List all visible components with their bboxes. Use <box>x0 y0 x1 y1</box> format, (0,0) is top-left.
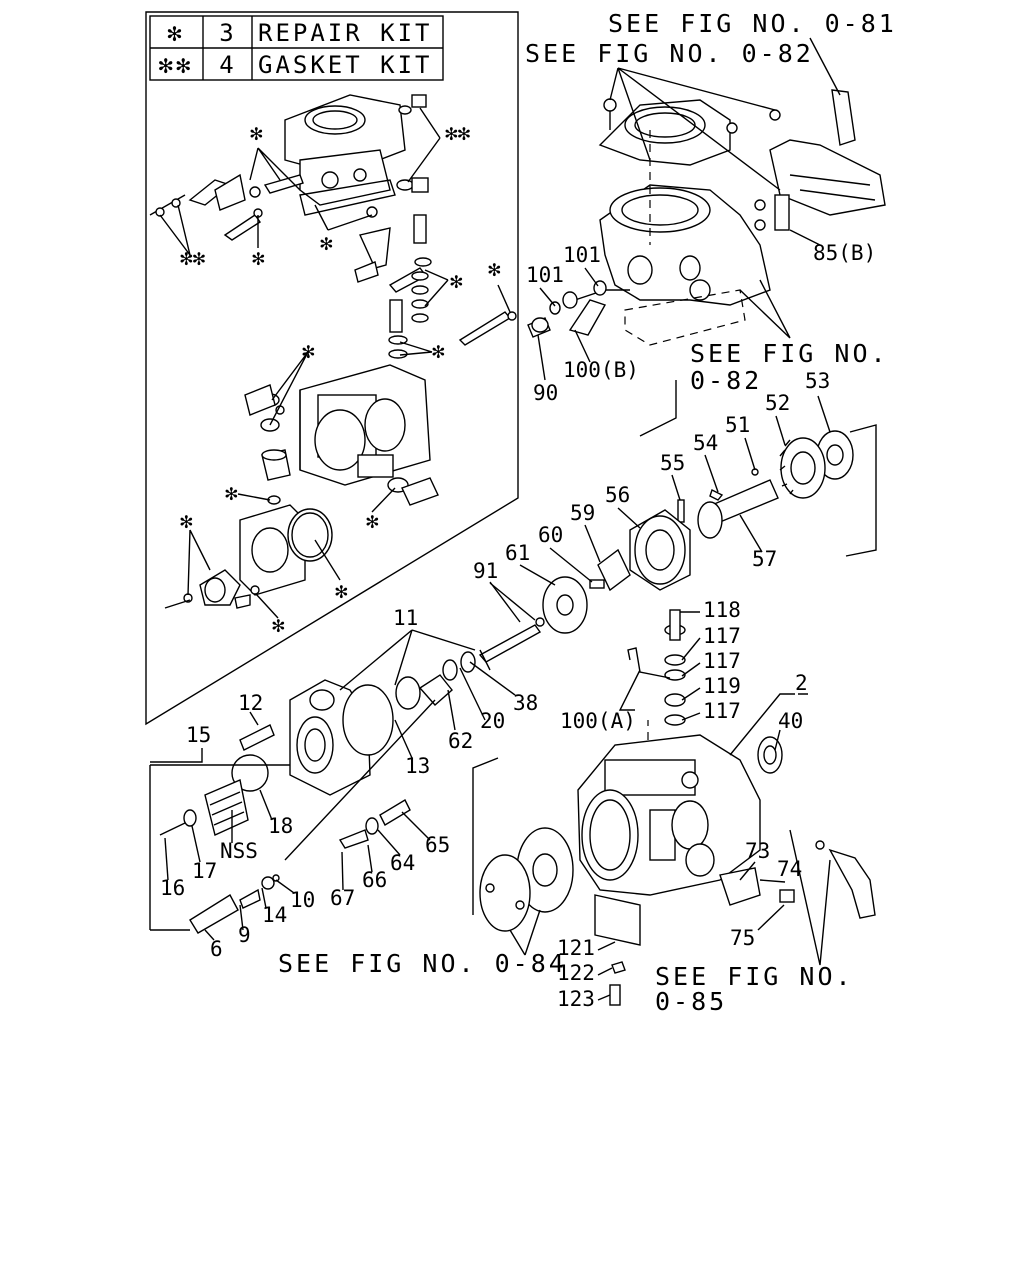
ref-leader-081 <box>809 37 841 96</box>
marker-double: ✻✻ <box>445 121 471 145</box>
marker-single: ✻ <box>320 231 333 255</box>
see-fig-085-line2[interactable]: 0-85 <box>655 987 727 1016</box>
detail-inset-frame <box>145 11 519 726</box>
legend-mark-double: ✻✻ <box>159 51 194 79</box>
part-leader-lines <box>150 229 831 1001</box>
ref-leader-085 <box>789 829 831 966</box>
marker-single: ✻ <box>366 509 379 533</box>
part-122[interactable]: 122 <box>557 961 595 985</box>
part-100a[interactable]: 100(A) <box>560 709 636 733</box>
part-90[interactable]: 90 <box>533 381 558 405</box>
feed-pump-assembly <box>159 649 491 934</box>
part-20[interactable]: 20 <box>480 709 505 733</box>
part-6[interactable]: 6 <box>210 937 223 961</box>
part-66[interactable]: 66 <box>362 868 387 892</box>
part-117-c[interactable]: 117 <box>703 699 741 723</box>
part-100b[interactable]: 100(B) <box>563 358 639 382</box>
part-52[interactable]: 52 <box>765 391 790 415</box>
part-123[interactable]: 123 <box>557 987 595 1011</box>
marker-single: ✻ <box>225 481 238 505</box>
see-fig-084[interactable]: SEE FIG NO. 0-84 <box>278 949 567 978</box>
part-74[interactable]: 74 <box>777 857 802 881</box>
part-60[interactable]: 60 <box>538 523 563 547</box>
inset-pump-housing <box>244 364 439 506</box>
part-12[interactable]: 12 <box>238 691 263 715</box>
part-40[interactable]: 40 <box>778 709 803 733</box>
part-117-b[interactable]: 117 <box>703 649 741 673</box>
part-119[interactable]: 119 <box>703 674 741 698</box>
marker-double: ✻✻ <box>180 246 206 270</box>
part-labels: 2 6 9 10 11 12 13 14 15 16 17 18 20 38 4… <box>160 241 876 1011</box>
part-11[interactable]: 11 <box>393 606 418 630</box>
marker-single: ✻ <box>432 339 445 363</box>
fig-82-divider <box>639 380 677 437</box>
drive-shaft-assembly <box>478 430 854 663</box>
part-nss[interactable]: NSS <box>220 839 258 863</box>
part-18[interactable]: 18 <box>268 814 293 838</box>
part-54[interactable]: 54 <box>693 431 718 455</box>
part-117-a[interactable]: 117 <box>703 624 741 648</box>
marker-single: ✻ <box>250 121 263 145</box>
marker-single: ✻ <box>488 257 501 281</box>
part-17[interactable]: 17 <box>192 859 217 883</box>
part-62[interactable]: 62 <box>448 729 473 753</box>
marker-single: ✻ <box>450 269 463 293</box>
governor-housing-upper <box>598 89 886 346</box>
part-73[interactable]: 73 <box>745 839 770 863</box>
part-56[interactable]: 56 <box>605 483 630 507</box>
pump-bracket-frame <box>149 699 436 931</box>
legend-qty-gasket: 4 <box>219 51 236 79</box>
part-16[interactable]: 16 <box>160 876 185 900</box>
marker-single: ✻ <box>252 246 265 270</box>
right-bracket-mid <box>845 424 877 557</box>
ref-leader-082-mid <box>739 279 791 339</box>
see-fig-082-top[interactable]: SEE FIG NO. 0-82 <box>525 39 814 68</box>
ref-leader-082-top <box>609 67 781 191</box>
marker-single: ✻ <box>335 579 348 603</box>
part-101-left[interactable]: 101 <box>526 263 564 287</box>
part-57[interactable]: 57 <box>752 547 777 571</box>
part-55[interactable]: 55 <box>660 451 685 475</box>
part-65[interactable]: 65 <box>425 833 450 857</box>
see-fig-082-mid-line1[interactable]: SEE FIG NO. <box>690 339 889 368</box>
see-fig-085-line1[interactable]: SEE FIG NO. <box>655 962 854 991</box>
left-bracket-lower <box>472 757 499 915</box>
see-fig-081[interactable]: SEE FIG NO. 0-81 <box>608 9 897 38</box>
part-13[interactable]: 13 <box>405 754 430 778</box>
kit-legend-table: ✻ 3 REPAIR KIT ✻✻ 4 GASKET KIT <box>149 15 444 81</box>
legend-mark-single: ✻ <box>167 19 184 47</box>
marker-single: ✻ <box>272 613 285 637</box>
part-51[interactable]: 51 <box>725 413 750 437</box>
part-2[interactable]: 2 <box>795 671 808 695</box>
part-53[interactable]: 53 <box>805 369 830 393</box>
legend-repair-kit: REPAIR KIT <box>258 19 433 47</box>
part-101-right[interactable]: 101 <box>563 243 601 267</box>
inset-leader-lines <box>159 107 511 619</box>
part-38[interactable]: 38 <box>513 691 538 715</box>
legend-qty-repair: 3 <box>219 19 236 47</box>
part-85b[interactable]: 85(B) <box>813 241 876 265</box>
pipe-100b-assembly <box>527 280 630 338</box>
part-59[interactable]: 59 <box>570 501 595 525</box>
marker-single: ✻ <box>180 509 193 533</box>
pump-body <box>479 609 876 1006</box>
part-75[interactable]: 75 <box>730 926 755 950</box>
part-9[interactable]: 9 <box>238 923 251 947</box>
part-61[interactable]: 61 <box>505 541 530 565</box>
inset-symbol-markers: ✻ ✻✻ ✻✻ ✻ ✻ ✻ ✻ ✻ ✻ ✻ ✻ ✻ ✻ ✻ <box>180 121 501 637</box>
see-fig-082-mid-line2[interactable]: 0-82 <box>690 366 762 395</box>
ref-leader-084 <box>509 909 541 956</box>
inset-governor-cover <box>284 94 429 216</box>
inset-head-block <box>164 449 333 609</box>
part-121[interactable]: 121 <box>557 936 595 960</box>
part-118[interactable]: 118 <box>703 598 741 622</box>
part-64[interactable]: 64 <box>390 851 415 875</box>
part-10[interactable]: 10 <box>290 888 315 912</box>
part-91[interactable]: 91 <box>473 559 498 583</box>
legend-gasket-kit: GASKET KIT <box>258 51 433 79</box>
part-15[interactable]: 15 <box>186 723 211 747</box>
